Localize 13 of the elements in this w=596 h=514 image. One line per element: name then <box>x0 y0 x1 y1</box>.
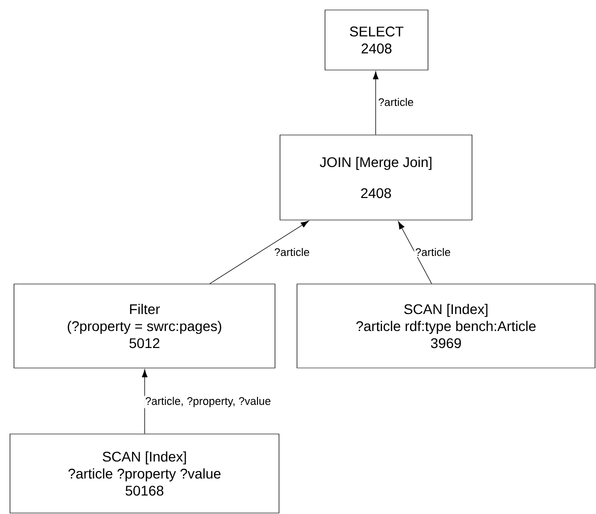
operator-box: SCAN [Index] ?article ?property ?value 50168 <box>10 434 280 514</box>
edge-label: ?article <box>273 246 311 258</box>
arrow <box>372 71 378 135</box>
operator-box: SELECT 2408 <box>324 10 428 70</box>
edge-label: ?article <box>377 96 415 108</box>
operator-box: Filter (?property = swrc:pages) 5012 <box>14 284 276 368</box>
arrow <box>209 220 309 284</box>
operator-box: SCAN [Index] ?article rdf:type bench:Article 3969 <box>296 284 596 368</box>
edge-label: ?article <box>414 246 452 258</box>
arrow <box>398 221 432 284</box>
edge-label: ?article, ?property, ?value <box>144 396 272 408</box>
operator-box: JOIN [Merge Join] 2408 <box>280 134 472 220</box>
arrow <box>142 369 148 434</box>
